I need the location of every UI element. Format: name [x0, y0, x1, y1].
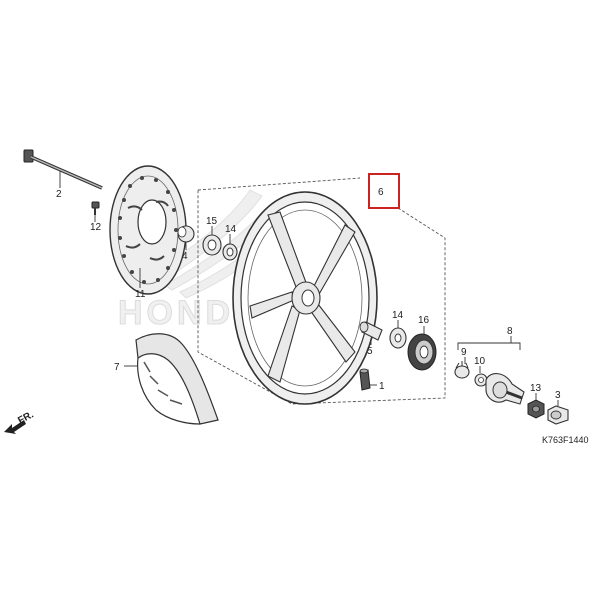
callout-14-dust-seal-right: 14	[392, 310, 404, 321]
callout-7-tire: 7	[114, 362, 120, 373]
callout-1-valve: 1	[379, 381, 385, 392]
cap	[547, 405, 569, 425]
callout-3-cap: 3	[555, 390, 561, 401]
spacer	[359, 321, 383, 341]
front-direction-arrow-icon	[4, 420, 26, 434]
diagram-code: K763F1440	[542, 435, 589, 445]
dust-seal-left	[222, 243, 238, 261]
gearbox	[485, 373, 525, 405]
callout-13-nut: 13	[530, 383, 542, 394]
highlight-box	[368, 173, 400, 209]
callout-11-brake-disc: 11	[135, 289, 146, 300]
brake-disc	[109, 165, 187, 295]
axle	[23, 149, 103, 190]
callout-4-collar: 4	[182, 251, 188, 262]
callout-12-bolt: 12	[90, 222, 102, 233]
callout-15-bearing: 15	[206, 216, 218, 227]
retainer	[454, 361, 470, 379]
bearing-left	[202, 234, 222, 256]
collar	[177, 225, 195, 243]
axle-nut	[527, 399, 545, 419]
callout-14-dust-seal-left: 14	[225, 224, 237, 235]
callout-9-retainer: 9	[461, 347, 467, 358]
gear	[474, 373, 488, 387]
callout-8-gearbox-assy: 8	[507, 326, 513, 337]
callout-5-spacer: 5	[367, 346, 373, 357]
assembly-outline	[197, 177, 446, 405]
callout-2-axle: 2	[56, 189, 62, 200]
bearing-right	[407, 333, 437, 371]
callout-labels: 2 12 11 15 14 4 6 14 16 5 1 7 8 9 10 13 …	[56, 187, 561, 401]
bolt	[91, 201, 100, 215]
group-bracket	[457, 342, 521, 350]
callout-6-wheel: 6	[378, 187, 384, 198]
dust-seal-right	[389, 327, 407, 349]
tire	[135, 333, 219, 425]
valve	[359, 368, 371, 391]
direction-label: FR.	[16, 409, 36, 426]
callout-16-bearing: 16	[418, 315, 430, 326]
front-wheel	[232, 191, 378, 405]
callout-10-gear: 10	[474, 356, 486, 367]
